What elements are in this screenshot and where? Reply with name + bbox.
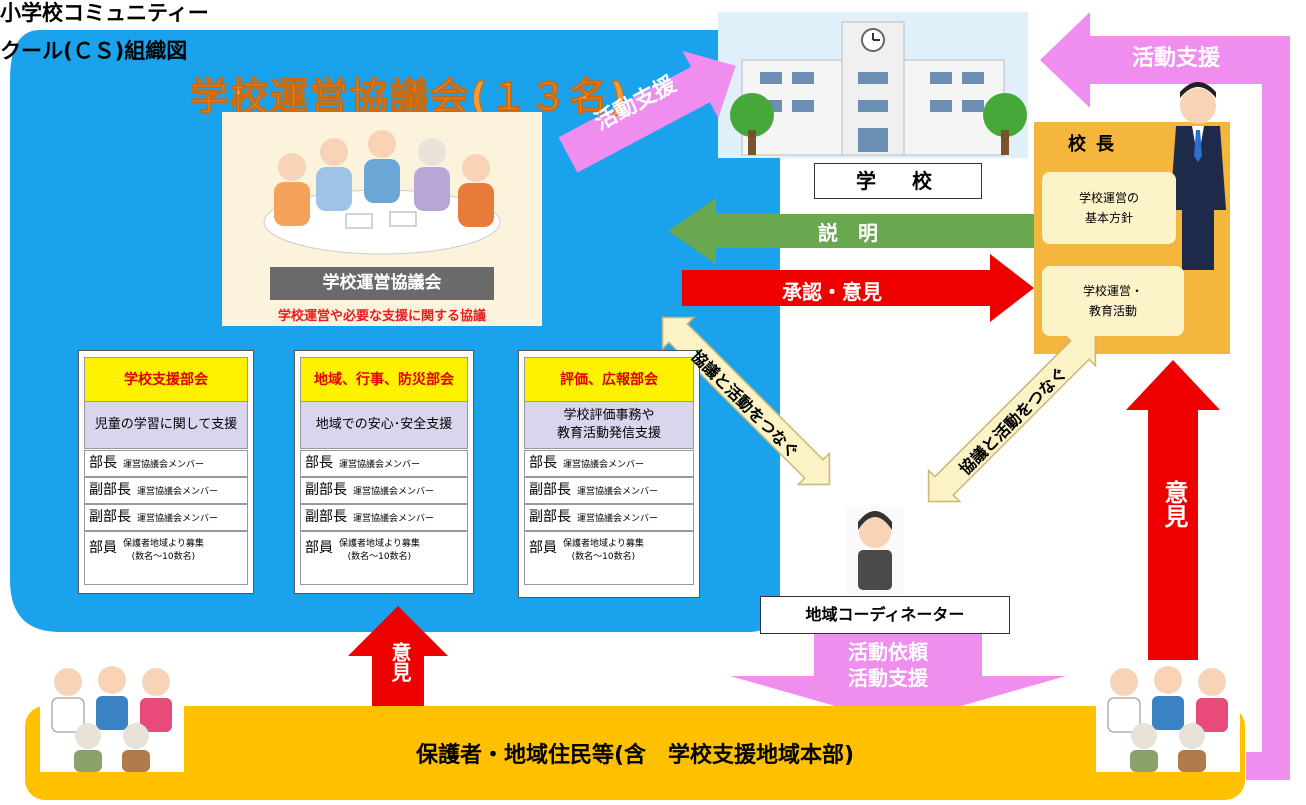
- opinion-right-arrow: [1126, 360, 1220, 668]
- dept-name: 学校支援部会: [84, 357, 248, 403]
- dept-member-count: (数名～10数名): [347, 552, 412, 562]
- dept-row: 副部長運営協議会メンバー: [84, 504, 248, 531]
- dept-desc: 児童の学習に関して支援: [84, 401, 248, 449]
- approve-arrow: [682, 254, 1034, 322]
- dept-role-note: 運営協議会メンバー: [577, 487, 659, 497]
- principal-activity-line2: 教育活動: [1088, 304, 1137, 318]
- dept-role: 副部長: [529, 482, 571, 498]
- community-bar: [25, 706, 1245, 800]
- dept-role: 部員: [89, 540, 117, 556]
- principal-activity-line1: 学校運営・: [1082, 284, 1143, 298]
- dept-member-note: 保護者地域より募集: [339, 539, 420, 549]
- opinion-bottom-label: 意見: [388, 642, 412, 682]
- dept-role: 部長: [305, 455, 333, 471]
- dept-name: 評価、広報部会: [524, 357, 694, 403]
- meeting-subtitle: 学校運営や必要な支援に関する協議: [277, 309, 486, 324]
- support-diag-arrow: [558, 51, 736, 173]
- request-label-line2: 活動支援: [848, 666, 928, 690]
- dept-school-support: 学校支援部会 児童の学習に関して支援 部長運営協議会メンバー 副部長運営協議会メ…: [78, 350, 254, 594]
- dept-row: 副部長運営協議会メンバー: [300, 504, 468, 531]
- dept-role: 部員: [305, 540, 333, 556]
- principal-policy-line2: 基本方針: [1084, 211, 1133, 225]
- school-building: [718, 12, 1028, 158]
- dept-row: 副部長運営協議会メンバー: [84, 477, 248, 504]
- dept-role-note: 運営協議会メンバー: [339, 460, 421, 470]
- dept-role: 部長: [529, 455, 557, 471]
- dept-role-note: 運営協議会メンバー: [353, 514, 435, 524]
- coordinator-figure: [846, 506, 904, 594]
- principal-policy-box: 学校運営の基本方針: [1042, 172, 1176, 244]
- dept-row: 部長運営協議会メンバー: [300, 450, 468, 477]
- request-label-line1: 活動依頼: [848, 640, 928, 664]
- dept-role: 部長: [89, 455, 117, 471]
- dept-member-row: 部員保護者地域より募集 (数名～10数名): [300, 531, 468, 585]
- opinion-right-label: 意見: [1160, 480, 1188, 528]
- dept-member-row: 部員保護者地域より募集 (数名～10数名): [524, 531, 694, 585]
- dept-row: 部長運営協議会メンバー: [524, 450, 694, 477]
- meeting-label: 学校運営協議会: [270, 267, 494, 300]
- dept-role: 副部長: [305, 509, 347, 525]
- dept-name: 地域、行事、防災部会: [300, 357, 468, 403]
- request-arrow: [730, 634, 1066, 724]
- dept-role-note: 運営協議会メンバー: [137, 487, 219, 497]
- dept-role: 副部長: [305, 482, 347, 498]
- dept-role: 副部長: [89, 482, 131, 498]
- diagram-title-line2: クール(ＣＳ)組織図: [0, 39, 188, 63]
- dept-member-count: (数名～10数名): [571, 552, 636, 562]
- dept-desc-line2: 教育活動発信支援: [556, 426, 661, 441]
- dept-role-note: 運営協議会メンバー: [353, 487, 435, 497]
- principal-activity-box: 学校運営・教育活動: [1042, 266, 1184, 336]
- explain-arrow: [668, 198, 1034, 264]
- community-label: 保護者・地域住民等(含 学校支援地域本部): [415, 743, 855, 768]
- principal-policy-line1: 学校運営の: [1078, 191, 1139, 205]
- connect-left-arrow: [661, 316, 831, 486]
- dept-row: 部長運営協議会メンバー: [84, 450, 248, 477]
- dept-role-note: 運営協議会メンバー: [577, 514, 659, 524]
- dept-row: 副部長運営協議会メンバー: [300, 477, 468, 504]
- principal-title: 校長: [1068, 134, 1124, 155]
- dept-member-count: (数名～10数名): [131, 552, 196, 562]
- dept-role-note: 運営協議会メンバー: [137, 514, 219, 524]
- approve-label: 承認・意見: [782, 280, 882, 304]
- community-people-left: [40, 660, 184, 772]
- community-people-right: [1096, 660, 1240, 772]
- dept-member-row: 部員保護者地域より募集 (数名～10数名): [84, 531, 248, 585]
- dept-role-note: 運営協議会メンバー: [123, 460, 205, 470]
- dept-role-note: 運営協議会メンバー: [563, 460, 645, 470]
- diagram-title-line1: 小学校コミュニティー: [0, 1, 209, 25]
- dept-role: 副部長: [529, 509, 571, 525]
- opinion-bottom-arrow: [348, 606, 448, 714]
- meeting-people-image: [263, 130, 501, 255]
- dept-role: 部員: [529, 540, 557, 556]
- dept-row: 副部長運営協議会メンバー: [524, 504, 694, 531]
- dept-member-note: 保護者地域より募集: [563, 539, 644, 549]
- dept-role: 副部長: [89, 509, 131, 525]
- dept-desc: 地域での安心･安全支援: [300, 401, 468, 449]
- dept-desc: 学校評価事務や教育活動発信支援: [524, 401, 694, 449]
- school-label: 学 校: [814, 163, 982, 199]
- coordinator-label: 地域コーディネーター: [760, 596, 1010, 634]
- principal-figure: [1170, 82, 1226, 270]
- dept-member-note: 保護者地域より募集: [123, 539, 204, 549]
- support-frame-arrow: [1040, 12, 1290, 780]
- dept-desc-line1: 学校評価事務や: [563, 408, 655, 423]
- explain-label: 説 明: [818, 221, 878, 245]
- dept-community-events: 地域、行事、防災部会 地域での安心･安全支援 部長運営協議会メンバー 副部長運営…: [294, 350, 474, 594]
- support-top-label: 活動支援: [1132, 46, 1221, 71]
- dept-row: 副部長運営協議会メンバー: [524, 477, 694, 504]
- dept-evaluation-pr: 評価、広報部会 学校評価事務や教育活動発信支援 部長運営協議会メンバー 副部長運…: [518, 350, 700, 598]
